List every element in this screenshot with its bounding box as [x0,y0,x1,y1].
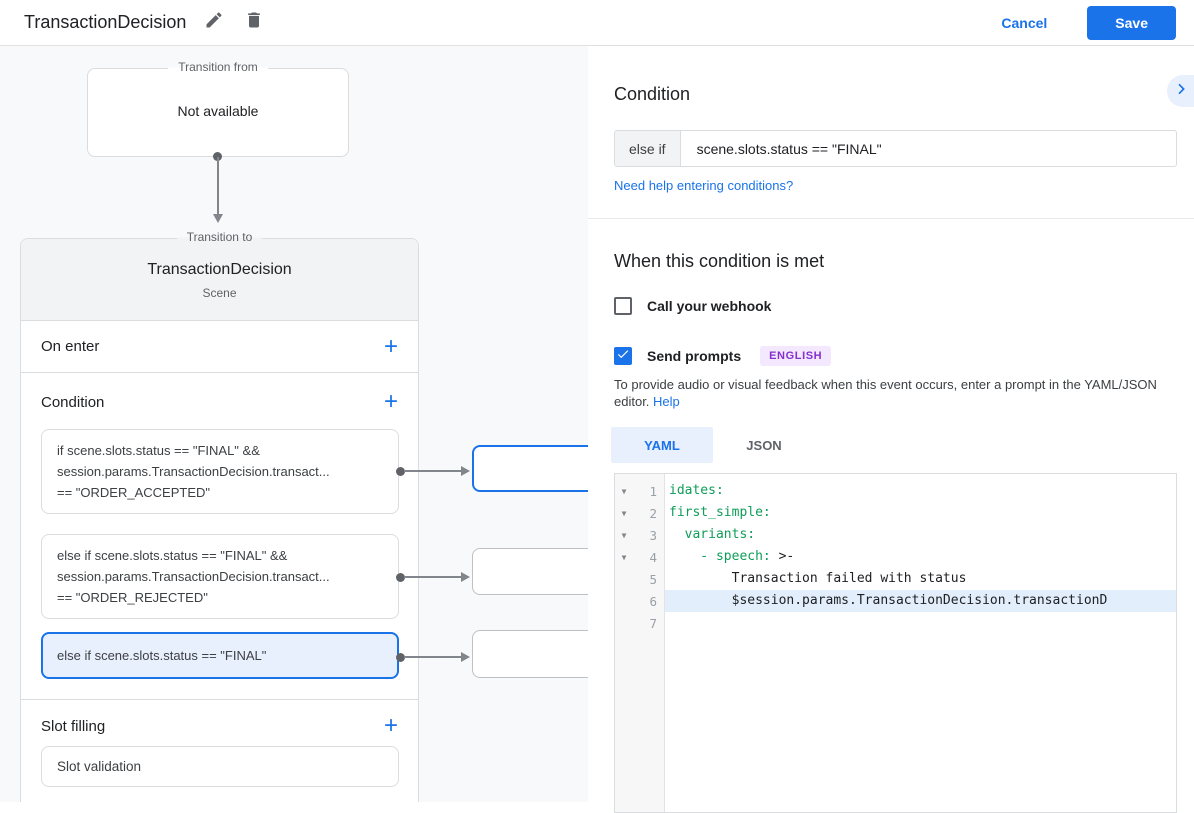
arrow-right-icon [461,572,470,582]
call-webhook-label: Call your webhook [647,298,772,314]
section-divider [21,699,418,700]
when-condition-met-title: When this condition is met [614,251,825,271]
slot-validation-label: Slot validation [57,759,142,774]
condition-expression-field: else if scene.slots.status == "FINAL" [614,130,1177,167]
slot-validation-item[interactable]: Slot validation [41,746,399,787]
slot-filling-section-header: Slot filling + [21,714,418,738]
transition-from-legend: Transition from [168,60,268,74]
panel-divider [588,218,1194,219]
code-line [665,612,1176,634]
condition-text-line: session.params.TransactionDecision.trans… [57,569,330,584]
help-link[interactable]: Help [653,394,680,409]
scene-card-subtitle: Scene [202,286,237,300]
condition-section-label: Condition [41,393,105,411]
webhook-option-row: Call your webhook [614,297,771,315]
prompts-description: To provide audio or visual feedback when… [614,376,1174,410]
on-enter-section[interactable]: On enter + [21,321,418,373]
line-number: 4 [649,549,657,565]
code-line: variants: [669,527,756,542]
conditions-help-link[interactable]: Need help entering conditions? [614,178,794,193]
fold-arrow-icon[interactable]: ▼ [621,508,627,518]
connector-dot [396,467,405,476]
code-line: idates: [669,483,724,498]
code-line: first_simple: [669,505,771,520]
page-title: TransactionDecision [24,12,187,32]
editor-gutter: ▼ 1 ▼ 2 ▼ 3 ▼ 4 5 6 7 [615,474,665,812]
connector-dot [396,653,405,662]
trash-icon [244,10,264,35]
arrow-right-icon [461,466,470,476]
delete-scene-button[interactable] [242,11,266,35]
transition-to-legend: Transition to [176,230,263,244]
editor-tabs: YAML JSON [611,427,815,463]
save-button[interactable]: Save [1087,5,1176,40]
code-line-highlighted: $session.params.TransactionDecision.tran… [665,590,1176,612]
condition-section-header: Condition + [21,390,418,414]
on-enter-label: On enter [41,338,100,355]
fold-arrow-icon[interactable]: ▼ [621,552,627,562]
collapse-panel-button[interactable] [1167,75,1194,107]
line-number: 7 [649,615,657,631]
connector-dot [213,152,222,161]
tab-yaml[interactable]: YAML [611,427,713,463]
code-line: - speech: >- [669,549,795,564]
send-prompts-option-row: Send prompts ENGLISH [614,346,832,366]
pencil-icon [204,10,224,35]
condition-item-accepted[interactable]: if scene.slots.status == "FINAL" && sess… [41,429,399,514]
language-badge: ENGLISH [760,346,832,366]
panel-title: Condition [614,84,691,104]
connector-line [404,470,462,472]
condition-item-rejected[interactable]: else if scene.slots.status == "FINAL" &&… [41,534,399,619]
condition-text-line: == "ORDER_REJECTED" [57,590,208,605]
send-prompts-checkbox[interactable] [614,347,632,365]
call-webhook-checkbox[interactable] [614,297,632,315]
transition-from-value: Not available [177,103,259,119]
condition-detail-panel: Condition else if scene.slots.status == … [588,46,1194,813]
transition-from-box[interactable]: Transition from Not available [87,60,349,157]
checkmark-icon [616,347,630,366]
fold-arrow-icon[interactable]: ▼ [621,530,627,540]
transition-target-box[interactable] [472,548,588,595]
transition-to-card: Transition to TransactionDecision Scene … [20,230,419,802]
line-number: 3 [649,527,657,543]
connector-line [404,656,462,658]
tab-json[interactable]: JSON [746,437,782,453]
scene-flow-diagram: Transition from Not available Transition… [0,46,588,802]
transition-target-box-active[interactable] [472,445,588,492]
edit-title-button[interactable] [202,11,226,35]
editor-code-area[interactable]: idates: first_simple: variants: - speech… [665,474,1176,812]
code-line: Transaction failed with status [669,571,967,586]
top-app-bar: TransactionDecision Cancel Save [0,0,1194,46]
line-number: 2 [649,505,657,521]
arrow-right-icon [461,652,470,662]
line-number: 5 [649,571,657,587]
condition-text-line: else if scene.slots.status == "FINAL" && [57,548,288,563]
condition-prefix-label: else if [615,131,681,166]
transition-target-box[interactable] [472,630,588,678]
add-on-enter-icon[interactable]: + [383,332,398,360]
line-number: 6 [649,593,657,609]
condition-text-line: if scene.slots.status == "FINAL" && [57,443,260,458]
condition-text-line: session.params.TransactionDecision.trans… [57,464,330,479]
connector-line [404,576,462,578]
arrow-down-icon [213,214,223,223]
connector-dot [396,573,405,582]
condition-item-final-selected[interactable]: else if scene.slots.status == "FINAL" [41,632,399,679]
chevron-right-icon [1173,81,1189,102]
connector-line [217,157,219,214]
add-condition-icon[interactable]: + [383,388,398,415]
add-slot-icon[interactable]: + [383,712,398,739]
yaml-code-editor[interactable]: ▼ 1 ▼ 2 ▼ 3 ▼ 4 5 6 7 idates: first_simple: … [614,473,1177,813]
prompts-description-text: To provide audio or visual feedback when… [614,377,1157,409]
fold-arrow-icon[interactable]: ▼ [621,486,627,496]
scene-card-header: TransactionDecision Scene [21,239,418,321]
cancel-button[interactable]: Cancel [1001,14,1048,31]
scene-card-title: TransactionDecision [147,261,292,278]
send-prompts-label: Send prompts [647,348,742,364]
condition-text-line: == "ORDER_ACCEPTED" [57,485,210,500]
slot-filling-label: Slot filling [41,717,106,735]
condition-text-line: else if scene.slots.status == "FINAL" [57,648,267,663]
condition-expression-input[interactable]: scene.slots.status == "FINAL" [696,140,882,157]
line-number: 1 [649,483,657,499]
